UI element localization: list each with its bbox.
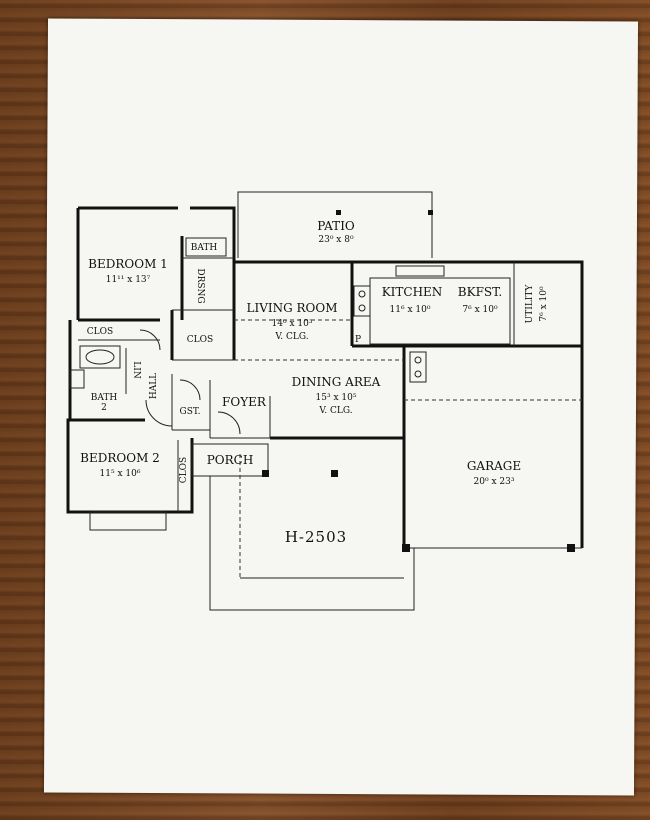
bedroom2-label: BEDROOM 2 (80, 451, 160, 465)
bkfst-label: BKFST. (458, 285, 502, 299)
dining-note: V. CLG. (318, 406, 352, 416)
bath2-label: BATH (91, 393, 118, 403)
bedroom1-label: BEDROOM 1 (88, 257, 168, 271)
walkway-lines (89, 476, 415, 611)
dashed-lines (234, 319, 582, 578)
bedroom1-dim: 11¹¹ x 13⁷ (106, 275, 151, 285)
plan-number: H-2503 (285, 528, 347, 546)
closet-a-label: CLOS (187, 335, 213, 345)
dining-dim: 15³ x 10⁵ (316, 393, 357, 403)
bedroom2-dim: 11⁵ x 10⁶ (100, 469, 141, 479)
garage-dim: 20⁰ x 23³ (474, 477, 515, 487)
garage-label: GARAGE (467, 459, 521, 473)
linen-label: LIN (131, 361, 141, 379)
foyer-label: FOYER (222, 395, 267, 409)
closet-b-label: CLOS (87, 327, 113, 337)
guest-label: GST. (180, 407, 201, 417)
living-room-label: LIVING ROOM (246, 301, 337, 315)
utility-dim: 7⁶ x 10⁰ (539, 286, 549, 322)
kitchen-label: KITCHEN (382, 285, 443, 299)
kitchen-dim: 11⁶ x 10⁰ (390, 305, 431, 315)
door-swings (139, 329, 241, 435)
room-labels: PATIO 23⁰ x 8⁰ BEDROOM 1 11¹¹ x 13⁷ BATH… (80, 219, 549, 546)
bath1-label: BATH (191, 243, 218, 253)
utility-label: UTILITY (525, 284, 535, 324)
bath2-number: 2 (101, 403, 107, 413)
interior-walls (70, 236, 515, 512)
pantry-label: P (355, 335, 361, 345)
bkfst-dim: 7⁶ x 10⁰ (462, 305, 498, 315)
living-room-dim: 14⁰ x 10³ (272, 319, 313, 329)
closet-c-label: CLOS (179, 457, 189, 483)
living-room-note: V. CLG. (274, 332, 308, 342)
patio-label: PATIO (317, 219, 355, 233)
drsng-label: DRSNG (195, 268, 205, 303)
hall-label: HALL (149, 373, 159, 399)
patio-dim: 23⁰ x 8⁰ (318, 235, 354, 245)
porch-label: PORCH (207, 453, 254, 467)
patio-area (237, 191, 433, 258)
fixtures (69, 210, 511, 477)
dining-label: DINING AREA (292, 375, 381, 389)
